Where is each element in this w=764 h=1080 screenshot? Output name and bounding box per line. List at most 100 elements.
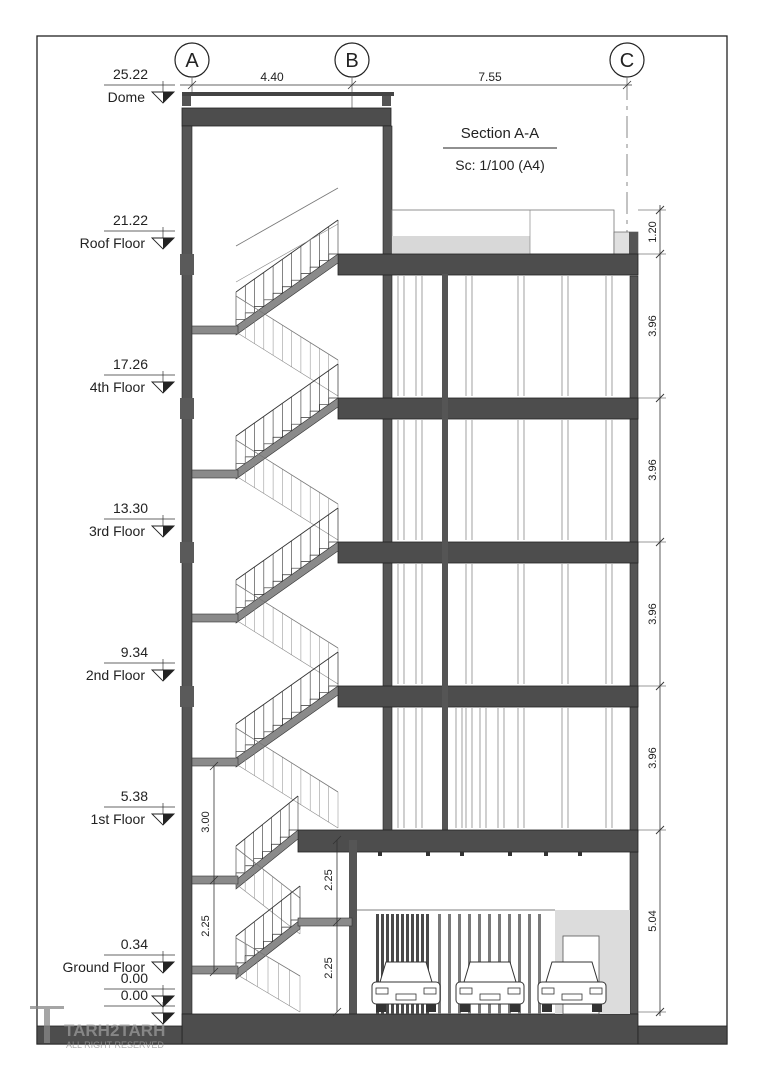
level-triangle-fill [163,962,174,973]
garage-wall-left [349,840,357,1014]
level-value: 0.00 [121,987,148,1003]
height-dimension: 3.96 [647,603,659,624]
stair-dimension-lines [209,761,342,1017]
level-name: 1st Floor [91,811,146,827]
level-triangle-fill [163,382,174,393]
level-name: Roof Floor [80,235,146,251]
stair-landing [191,613,239,623]
stair-flight [235,507,339,624]
level-value: 17.26 [113,356,148,372]
height-dimension: 3.96 [647,315,659,336]
section-title: Section A-A [461,125,539,142]
left-ground-extension [36,1025,183,1045]
stair-landing [191,965,239,975]
level-name: Dome [108,89,146,105]
level-value: 0.00 [121,970,148,986]
light-icon [378,852,382,856]
level-name: 2nd Floor [86,667,145,683]
level-triangle-fill [163,996,174,1007]
light-icon [426,852,430,856]
slat [538,914,541,1014]
level-triangle-fill [163,92,174,103]
height-dimension: 3.96 [647,747,659,768]
slat [381,914,384,1014]
roof-parapet-c-wall [629,232,638,254]
roof-penthouse-shade [392,236,530,254]
stair-flight-behind [235,295,339,397]
level-value: 9.34 [121,644,148,660]
axis-bubble-c: C [609,42,645,78]
first-floor-slab [297,829,639,853]
height-dimension: 5.04 [647,910,659,931]
dome-parapet-cap [182,92,394,96]
column-mid [442,274,448,832]
light-icon [460,852,464,856]
dimension-a-b: 4.40 [260,70,284,84]
height-dimension: 3.96 [647,459,659,480]
height-dimension: 1.20 [647,221,659,242]
sheet-border [36,35,728,1045]
dome-parapet-right [382,92,391,106]
axis-bubble-b: B [334,42,370,78]
facade-glazing [397,276,613,828]
stair-landing [191,757,239,767]
watermark-note: ALL RIGHT RESERVED [66,1040,164,1050]
watermark-logo: TARH2TARH ALL RIGHT RESERVED [30,1006,165,1050]
level-triangle-fill [163,526,174,537]
car-icon [537,961,607,1012]
level-value: 5.38 [121,788,148,804]
level-name: Ground Floor [63,959,146,975]
level-value: 13.30 [113,500,148,516]
axis-label-c: C [620,50,634,72]
floor-slab-stub [180,542,194,563]
light-icon [578,852,582,856]
stair-flight [235,363,339,480]
stair-flight [235,885,301,980]
slat [528,914,531,1014]
stair-dim-2: 2.25 [200,915,212,936]
staircase [191,187,353,1013]
floor-slab [337,541,639,564]
stair-flight-behind [235,727,339,829]
slat [376,914,379,1014]
car-icon [371,961,441,1012]
level-value: 0.34 [121,936,148,952]
stair-dim-3: 2.25 [323,869,335,890]
stair-flight [235,651,339,768]
parked-cars [371,961,607,1012]
slat [426,914,429,1014]
level-marker: 0.00 [104,987,176,1025]
stair-flight-behind [235,187,339,283]
level-marker: 0.00 [104,970,176,1008]
floor-slab-stub [180,686,194,707]
top-dimension-line [180,80,632,90]
stair-flight-behind [235,583,339,685]
level-marker: 5.38 1st Floor [91,788,176,827]
slat [438,914,441,1014]
level-triangle-fill [163,238,174,249]
section-scale: Sc: 1/100 (A4) [455,157,545,173]
wall-axis-c-ground [629,851,639,1015]
stair-flight-behind [235,439,339,541]
light-icon [544,852,548,856]
stair-landing [191,325,239,335]
level-triangle-fill [163,1013,174,1024]
stair-dim-4: 2.25 [323,957,335,978]
building-structure [36,92,728,1045]
stair-landing [297,917,353,927]
wall-axis-b [382,125,393,831]
floor-slab [337,253,639,276]
ceiling-lights [378,852,582,856]
stair-flight-behind [235,937,301,1013]
level-triangle-fill [163,814,174,825]
level-value: 21.22 [113,212,148,228]
car-icon [455,961,525,1012]
ground-slab-extension [637,1025,728,1045]
dome-parapet-left [182,92,191,106]
